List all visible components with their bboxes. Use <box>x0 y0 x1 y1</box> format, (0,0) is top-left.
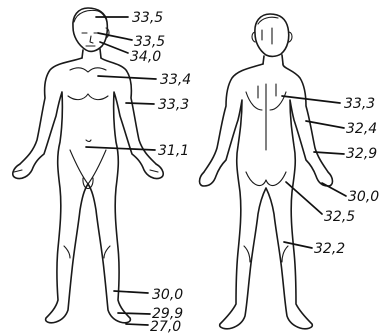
back-knees <box>244 246 288 262</box>
leader-eye <box>98 33 132 40</box>
label-front-upper-arm: 33,3 <box>158 97 189 113</box>
label-back-forearm: 32,9 <box>346 146 377 162</box>
leader-abdomen <box>86 147 155 150</box>
label-front-eye: 33,5 <box>134 34 165 50</box>
label-back-upper-arm: 32,4 <box>346 121 377 137</box>
label-front-abdomen: 31,1 <box>158 143 189 159</box>
back-hair <box>258 17 278 44</box>
front-torso-outline <box>13 58 163 323</box>
front-collarbones <box>70 68 106 72</box>
label-back-calf: 32,2 <box>314 241 345 257</box>
leader-chest <box>98 76 156 79</box>
front-fingers <box>14 170 158 172</box>
label-front-forehead: 33,5 <box>132 10 163 26</box>
back-buttocks <box>246 172 286 186</box>
label-front-toes: 27,0 <box>150 319 181 333</box>
label-front-shin: 30,0 <box>152 287 183 303</box>
leader-hand <box>322 183 346 196</box>
label-front-cheek: 34,0 <box>130 49 161 65</box>
leader-forearm <box>314 152 344 154</box>
front-groin <box>70 150 106 184</box>
front-pectorals <box>68 94 108 100</box>
front-navel <box>86 140 91 142</box>
back-scapula-marks <box>258 84 276 98</box>
front-neck <box>82 49 101 58</box>
leader-instep <box>118 313 150 314</box>
leader-cheek <box>100 42 128 53</box>
leader-toes <box>126 324 148 325</box>
leader-back-arm <box>306 121 344 128</box>
label-front-chest: 33,4 <box>160 72 191 88</box>
label-back-hand: 30,0 <box>348 189 379 205</box>
label-back-buttock: 32,5 <box>324 209 355 225</box>
front-head-outline <box>73 8 107 51</box>
label-back-upper-back: 33,3 <box>344 96 375 112</box>
leader-calf <box>284 242 312 248</box>
front-face <box>82 33 99 46</box>
leader-upper-arm <box>126 103 154 104</box>
back-body-figure <box>200 14 333 329</box>
